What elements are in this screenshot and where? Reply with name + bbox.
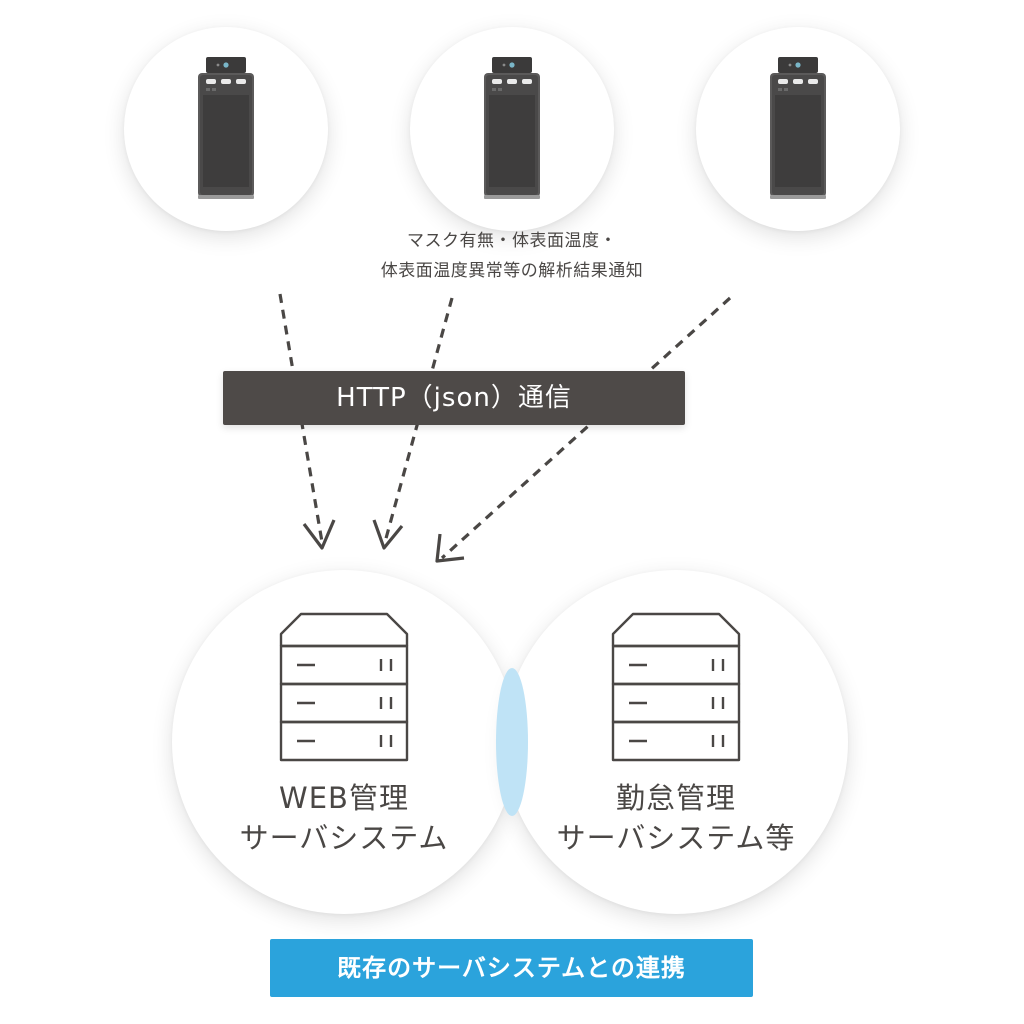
attendance-server-label-line2: サーバシステム等	[556, 821, 796, 855]
device-circle-1	[124, 27, 328, 231]
attendance-server-label-line1: 勤怠管理	[615, 781, 736, 815]
notification-note-line2: 体表面温度異常等の解析結果通知	[380, 261, 644, 281]
attendance-server-circle: 勤怠管理 サーバシステム等	[504, 570, 848, 914]
integration-overlap	[496, 668, 528, 816]
existing-server-integration-banner: 既存のサーバシステムとの連携	[270, 939, 753, 997]
server-rack-icon	[279, 612, 409, 762]
arrow-line-3	[440, 296, 732, 560]
notification-note-line1: マスク有無・体表面温度・	[407, 231, 617, 251]
web-server-label-line1: WEB管理	[279, 781, 409, 815]
thermal-camera-device-icon	[484, 57, 540, 199]
device-circle-3	[696, 27, 900, 231]
arrow-head-2	[372, 519, 404, 550]
arrow-head-1	[302, 519, 336, 550]
thermal-camera-device-icon	[198, 57, 254, 199]
web-management-server-circle: WEB管理 サーバシステム	[172, 570, 516, 914]
device-circle-2	[410, 27, 614, 231]
thermal-camera-device-icon	[770, 57, 826, 199]
arrow-head-3	[435, 533, 465, 563]
http-json-communication-banner: HTTP（json）通信	[223, 371, 685, 425]
web-server-label-line2: サーバシステム	[239, 821, 449, 855]
server-rack-icon	[611, 612, 741, 762]
